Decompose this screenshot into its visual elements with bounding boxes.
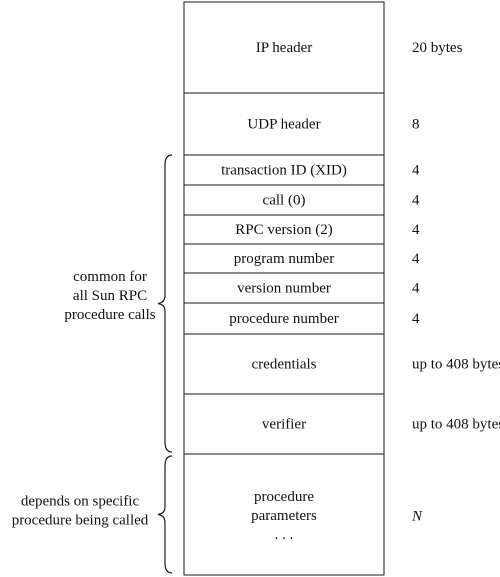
verifier-label: verifier — [262, 416, 306, 432]
verifier-size: up to 408 bytes — [412, 416, 500, 432]
procedure-number-size: 4 — [412, 311, 420, 327]
udp-header-size: 8 — [412, 116, 420, 132]
call-type-box — [183, 184, 385, 216]
credentials-size: up to 408 bytes — [412, 356, 500, 372]
procedure-number-row: procedure number 4 — [183, 302, 420, 335]
transaction-id-box — [183, 154, 385, 186]
ip-header-box — [183, 1, 385, 94]
common-section-brace — [157, 154, 173, 453]
verifier-row: verifier up to 408 bytes — [183, 393, 500, 455]
program-number-box — [183, 243, 385, 274]
procedure-number-label: procedure number — [229, 311, 339, 327]
program-number-row: program number 4 — [183, 243, 420, 274]
rpc-version-size: 4 — [412, 222, 420, 238]
procedure-parameters-box — [183, 453, 385, 576]
version-number-row: version number 4 — [183, 272, 420, 304]
ip-header-size: 20 bytes — [412, 40, 463, 56]
verifier-box — [183, 393, 385, 455]
version-number-label: version number — [237, 280, 331, 296]
ip-header-label: IP header — [256, 40, 313, 56]
ip-header-row: IP header 20 bytes — [183, 1, 463, 94]
call-type-label: call (0) — [263, 192, 306, 208]
program-number-size: 4 — [412, 251, 420, 267]
rpc-version-row: RPC version (2) 4 — [183, 214, 420, 245]
transaction-id-row: transaction ID (XID) 4 — [183, 154, 420, 186]
call-type-row: call (0) 4 — [183, 184, 420, 216]
rpc-version-label: RPC version (2) — [235, 222, 333, 238]
credentials-label: credentials — [252, 356, 317, 372]
transaction-id-label: transaction ID (XID) — [221, 162, 347, 178]
version-number-size: 4 — [412, 280, 420, 296]
call-type-size: 4 — [412, 192, 420, 208]
transaction-id-size: 4 — [412, 162, 420, 178]
specific-section-brace — [157, 455, 173, 574]
udp-header-row: UDP header 8 — [183, 92, 420, 156]
udp-header-box — [183, 92, 385, 156]
credentials-row: credentials up to 408 bytes — [183, 333, 500, 395]
procedure-number-box — [183, 302, 385, 335]
procedure-parameters-size: N — [411, 508, 423, 524]
program-number-label: program number — [234, 251, 334, 267]
udp-header-label: UDP header — [247, 116, 320, 132]
